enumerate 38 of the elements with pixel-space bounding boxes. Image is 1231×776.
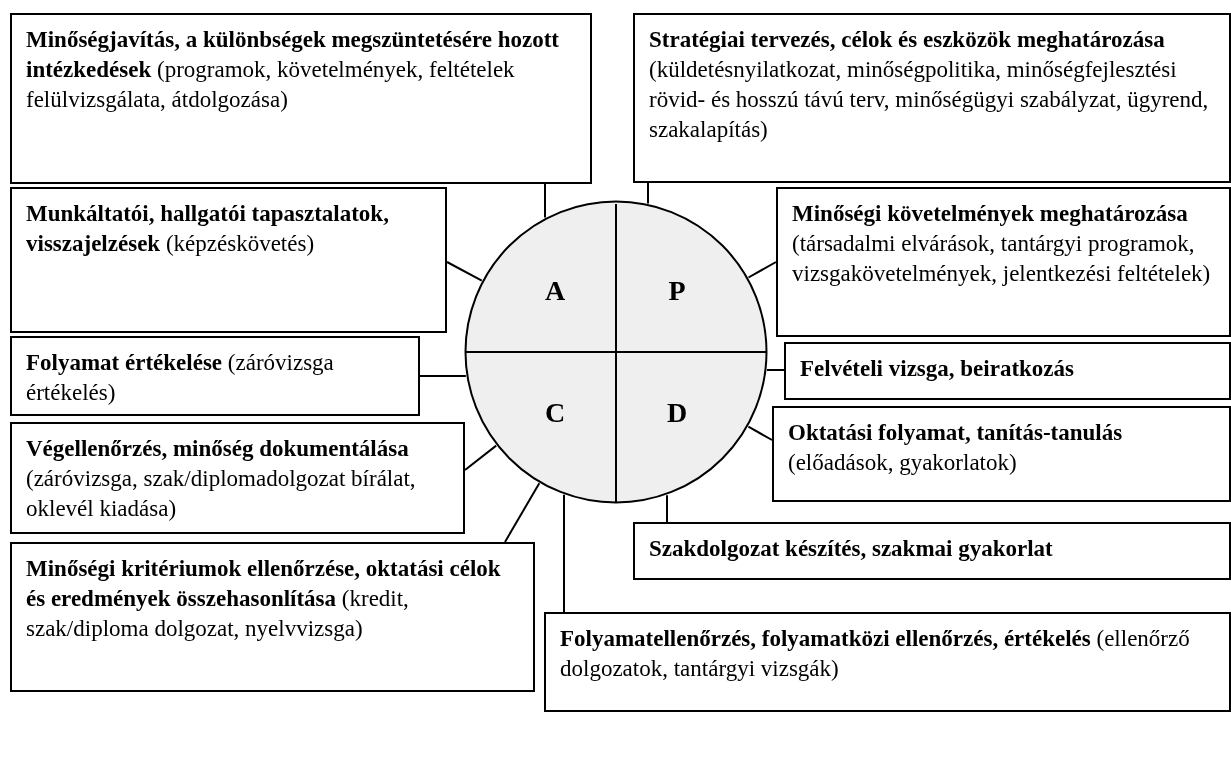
connector-line — [747, 425, 773, 441]
box-text: Minőségi kritériumok ellenőrzése, oktatási célok és eredmények összehasonlítása (kredit, szak/diploma dolgozat, nyelvvizsga) — [26, 555, 502, 643]
box-text: Minőségi követelmények meghatározása (társadalmi elvárások, tantárgyi programok, vizsgakövetelmények, jelentkezési feltételek) — [792, 200, 1212, 288]
connector-line — [544, 183, 546, 219]
connector-line — [419, 375, 467, 377]
connector-line — [666, 494, 668, 523]
text-box — [10, 542, 535, 692]
text-box — [633, 522, 1231, 580]
text-box — [776, 187, 1231, 337]
text-box — [10, 422, 465, 534]
box-text: Folyamat értékelése (záróvizsga értékelés) — [26, 349, 335, 407]
box-text: Oktatási folyamat, tanítás-tanulás (előadások, gyakorlatok) — [788, 419, 1124, 477]
connector-line — [765, 369, 785, 371]
text-box — [772, 406, 1231, 502]
connector-line — [747, 261, 777, 279]
box-text: Felvételi vizsga, beiratkozás — [800, 355, 1075, 383]
quadrant-letter: D — [666, 397, 688, 429]
connector-line — [464, 444, 498, 471]
box-text: Szakdolgozat készítés, szakmai gyakorlat — [649, 535, 1054, 563]
quadrant-letter: A — [544, 275, 566, 307]
quadrant-letter: C — [544, 397, 566, 429]
box-text: Folyamatellenőrzés, folyamatközi ellenőrzés, értékelés (ellenőrző dolgozatok, tantárgyi vizsgák) — [560, 625, 1191, 683]
text-box — [10, 336, 420, 416]
box-text: Minőségjavítás, a különbségek megszüntetésére hozott intézkedések (programok, követelmények, feltételek felülvizsgálata, átdolgozása) — [26, 26, 560, 114]
pdca-circle — [464, 200, 768, 504]
box-text: Munkáltatói, hallgatói tapasztalatok, visszajelzések (képzéskövetés) — [26, 200, 390, 258]
text-box — [10, 187, 447, 333]
connector-line — [504, 482, 541, 543]
connector-line — [563, 493, 565, 613]
text-box — [784, 342, 1231, 400]
connector-line — [647, 182, 649, 205]
text-box — [10, 13, 592, 184]
text-box — [633, 13, 1231, 183]
connector-line — [446, 261, 483, 282]
quadrant-letter: P — [668, 275, 686, 307]
box-text: Végellenőrzés, minőség dokumentálása (záróvizsga, szak/diplomadolgozat bírálat, oklevél kiadása) — [26, 435, 417, 523]
box-text: Stratégiai tervezés, célok és eszközök meghatározása (küldetésnyilatkozat, minőségpolitika, minőségfejlesztési rövid- és hosszú távú terv, minőségügyi szabályzat, ügyrend, szakalapítás) — [649, 26, 1210, 144]
text-box — [544, 612, 1231, 712]
